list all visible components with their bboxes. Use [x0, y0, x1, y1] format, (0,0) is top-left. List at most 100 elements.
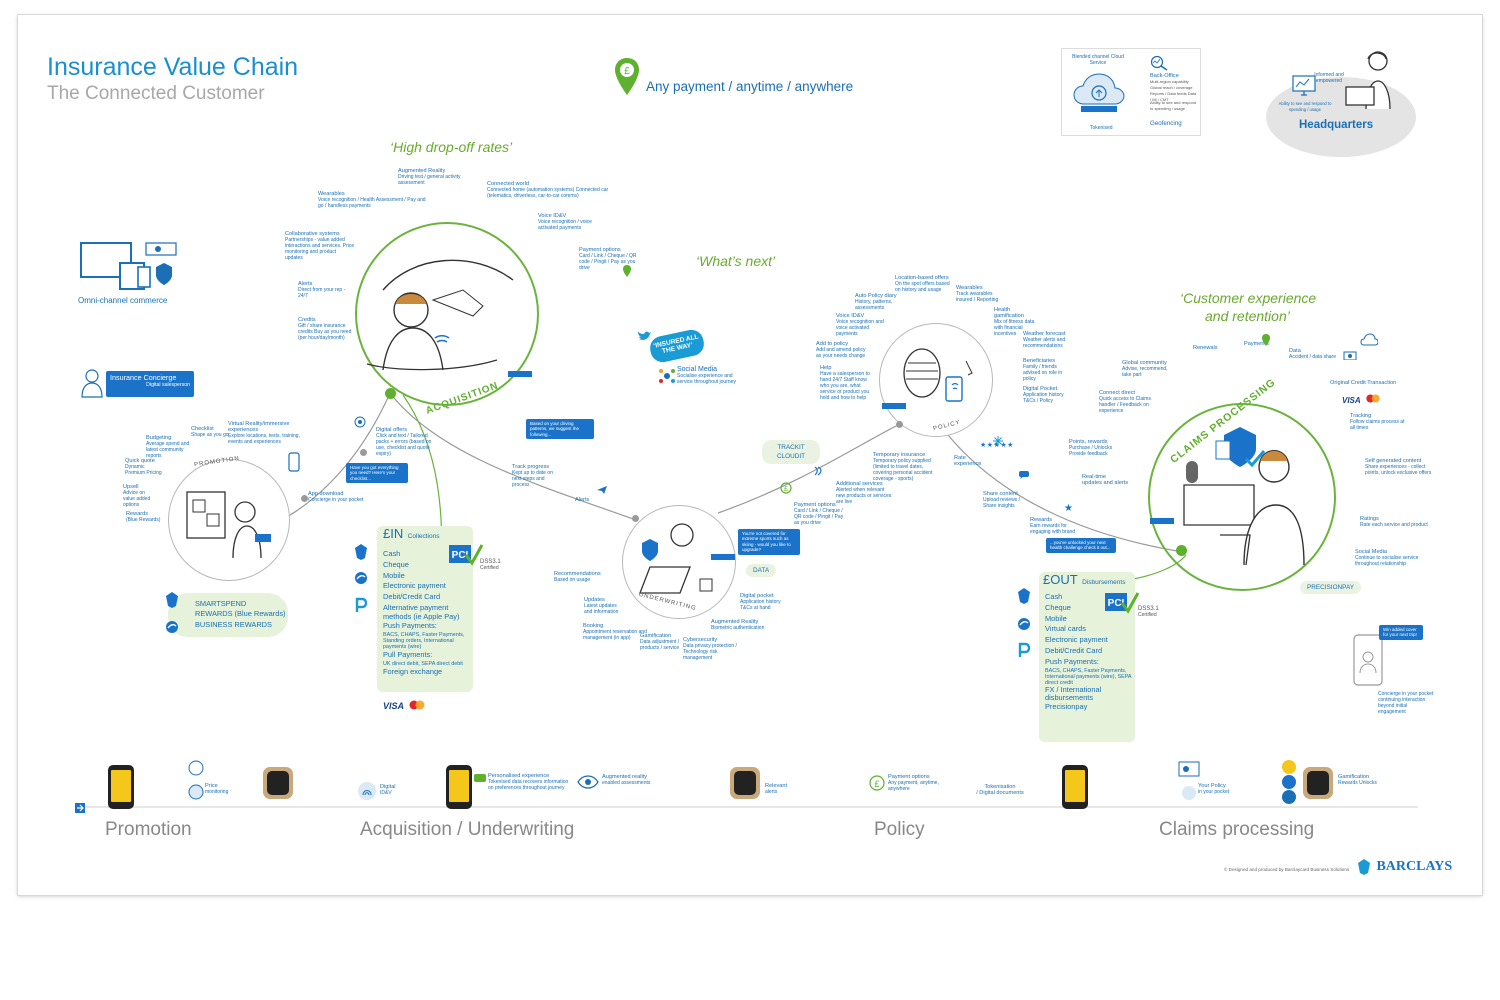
- cl-data-text: Accident / data share: [1289, 354, 1336, 360]
- feat-gamification-text: Rewards Unlocks: [1338, 780, 1377, 786]
- page-subtitle: The Connected Customer: [47, 83, 265, 104]
- feat-idv-title: Digital: [380, 784, 396, 790]
- uw-ar-title: Augmented Reality: [711, 619, 759, 625]
- page-title: Insurance Value Chain: [47, 53, 299, 81]
- feat-ar-title: Augmented reality: [602, 774, 648, 780]
- collections-eagle-icon: [353, 543, 369, 566]
- pol-location-title: Location-based offers: [895, 275, 949, 281]
- credit-line: © Designed and produced by Barclaycard B…: [1224, 867, 1350, 872]
- collections-pull: Pull Payments:: [383, 649, 433, 659]
- disbursements-pci-sub: Certified: [1138, 612, 1157, 618]
- feat-pocket-title: Your Policy: [1198, 783, 1226, 789]
- path-dot: [301, 495, 308, 502]
- promo-rewards: Rewards(Blue Rewards): [126, 511, 166, 523]
- hq-person-icon: [1340, 47, 1404, 116]
- uw-updates-title: Updates: [584, 597, 605, 603]
- pol-digital-pocket-text: Application history T&Cs / Policy: [1023, 392, 1064, 404]
- stage-promotion: Promotion: [105, 819, 192, 840]
- barclays-eagle-icon: [1358, 859, 1370, 875]
- promotion-illustration: [181, 482, 275, 569]
- policy-badge: [882, 403, 906, 409]
- acq-credits-title: Credits: [298, 317, 316, 323]
- pol-help-title: Help: [820, 365, 832, 371]
- path-dot: [632, 515, 639, 522]
- pol-rewards-text: Earn rewards for engaging with brand: [1030, 523, 1076, 535]
- quote-whats-next: ‘What’s next’: [696, 253, 776, 269]
- respond-text: Ability to see and respond to spending /…: [1150, 100, 1197, 111]
- backoffice-title: Back-Office: [1150, 73, 1179, 79]
- cloud-panel: Blended channel Cloud Service Tokenised …: [1061, 48, 1201, 136]
- stage-acquisition: Acquisition / Underwriting: [360, 819, 575, 840]
- cl-data-title: Data: [1289, 348, 1301, 354]
- payment-tagline: Any payment / anytime / anywhere: [646, 79, 854, 94]
- magnifier-chart-icon: [1150, 55, 1170, 76]
- pol-health-title: Health gamification: [994, 307, 1024, 319]
- pol-digital-pocket-title: Digital Pocket: [1023, 386, 1058, 392]
- cl-connect-text: Quick access to Claims handler / Feedbac…: [1099, 396, 1151, 414]
- pol-add-title: Add to policy: [816, 341, 849, 347]
- uw-digital-pocket-text: Application history T&Cs at hand: [740, 599, 781, 611]
- cloud-title: Blended channel Cloud Service: [1072, 54, 1124, 66]
- twitter-bird-icon: [638, 329, 652, 347]
- promo-phone-icon: [288, 452, 300, 477]
- social-media-title: Social Media: [677, 366, 718, 373]
- mastercard-icon: [1366, 394, 1380, 403]
- rewards-blue: REWARDS (Blue Rewards): [195, 609, 286, 618]
- timeline-start-icon: [74, 801, 86, 819]
- disb-item: Electronic payment: [1045, 635, 1108, 645]
- pol-snow-icon: [993, 433, 1003, 451]
- pol-signal-icon: [813, 464, 825, 482]
- acq-wearables-title: Wearables: [318, 191, 345, 197]
- backoffice-text: Multi-region capability Global reach / c…: [1150, 79, 1197, 102]
- pol-temporary-title: Temporary insurance: [873, 452, 926, 458]
- collections-item: Electronic payment: [383, 581, 446, 591]
- collections-push-sub: BACS, CHAPS, Faster Payments, Standing o…: [383, 631, 465, 650]
- claims-cloud-icon: [1360, 333, 1379, 352]
- concierge-title: Insurance Concierge: [110, 373, 177, 382]
- mastercard-icon: [409, 700, 425, 710]
- rewards-swirl-icon: [165, 620, 179, 639]
- timeline-phone-2: [446, 765, 472, 809]
- claims-badge: [1150, 518, 1174, 524]
- trackit-tag: TRACKIT CLOUDIT: [762, 440, 820, 464]
- disbursements-list: Cash Cheque Mobile Virtual cards Electro…: [1045, 592, 1135, 712]
- collections-title-sub: Collections: [407, 533, 440, 540]
- geofencing-label: Geofencing: [1150, 120, 1182, 127]
- acq-voice-title: Voice ID&V: [538, 213, 567, 219]
- disbursements-pci-level: DSS3.1: [1138, 606, 1159, 612]
- acquisition-node: [385, 388, 396, 399]
- cl-oct-title: Original Credit Transaction: [1330, 380, 1397, 386]
- hq-label: Headquarters: [1299, 119, 1374, 131]
- pol-share-text: Upload reviews / Share insights: [983, 497, 1020, 509]
- feat-payment-title: Payment options: [888, 774, 930, 780]
- promo-checklist-title: Checklist: [191, 426, 214, 432]
- pol-temporary-text: Temporary policy supplied (limited to tr…: [873, 458, 933, 482]
- feat-personalised-title: Personalised experience: [488, 773, 550, 779]
- cl-ratings-title: Ratings: [1360, 516, 1379, 522]
- uw-track-title: Track progress: [512, 464, 550, 470]
- acq-collab-title: Collaborative systems: [285, 231, 340, 237]
- cl-payments: Payments: [1244, 341, 1269, 347]
- acq-ar-title: Augmented Reality: [398, 168, 446, 174]
- cl-self-title: Self generated content: [1365, 458, 1422, 464]
- collections-title: £IN Collections: [383, 525, 439, 543]
- claims-camera-icon: [1343, 347, 1357, 365]
- omni-channel-label: Omni-channel commerce: [78, 296, 168, 305]
- acquisition-illustration: [363, 230, 529, 401]
- feat-tokenisation-text: / Digital documents: [976, 790, 1024, 796]
